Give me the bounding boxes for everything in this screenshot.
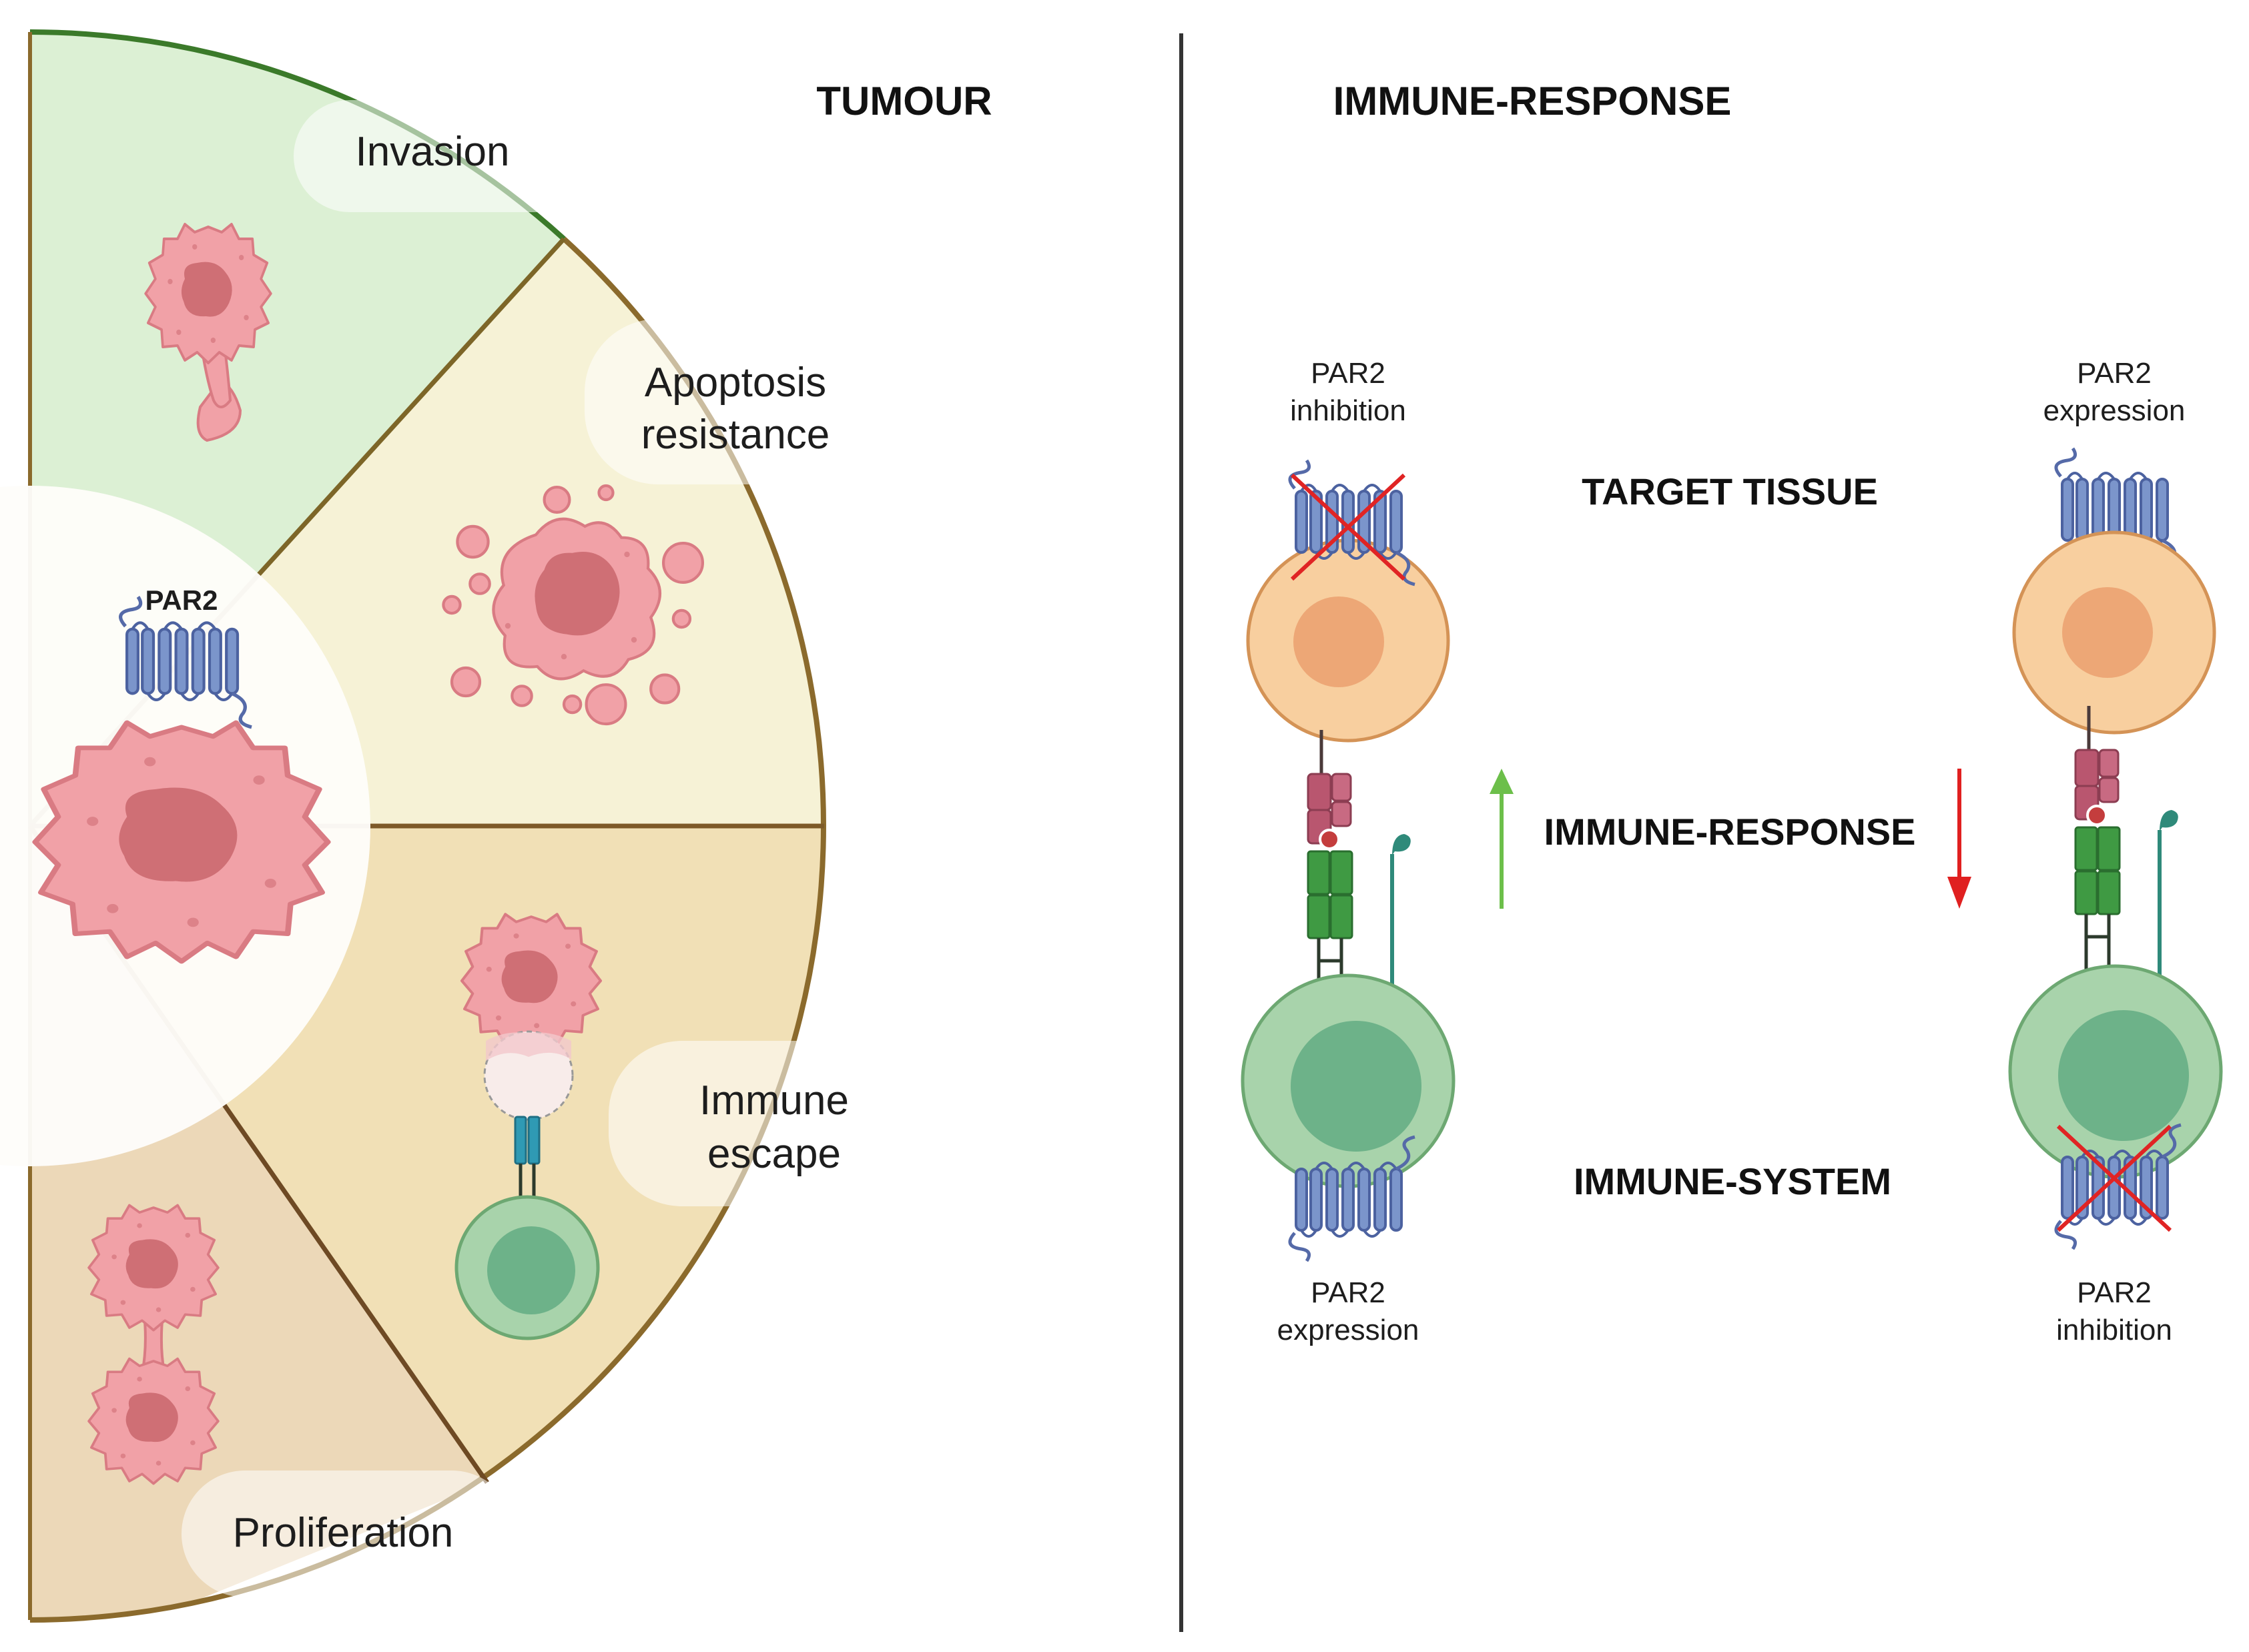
right-top-label-line2: expression xyxy=(2043,394,2186,427)
right-top-label-line1: PAR2 xyxy=(2077,357,2152,390)
increase-arrow xyxy=(1490,769,1514,909)
left-top-label-line1: PAR2 xyxy=(1311,357,1385,390)
label-apoptosis-line2: resistance xyxy=(641,412,830,458)
invading-tumour-cell xyxy=(144,223,272,442)
tumour-wheel: Invasion Apoptosis resistance Immune esc… xyxy=(0,29,892,1623)
left-bottom-label-line2: expression xyxy=(1277,1314,1419,1346)
left-bottom-label-line1: PAR2 xyxy=(1311,1276,1385,1309)
label-pill-apoptosis xyxy=(585,319,892,484)
immune-system-label: IMMUNE-SYSTEM xyxy=(1574,1160,1891,1202)
target-tissue-label: TARGET TISSUE xyxy=(1582,470,1878,512)
left-cell-pair xyxy=(1241,460,1456,1261)
label-pill-invasion xyxy=(294,100,601,212)
label-apoptosis-line1: Apoptosis xyxy=(645,360,826,406)
tumour-heading: TUMOUR xyxy=(816,79,992,123)
proliferating-tumour-cell xyxy=(87,1204,220,1485)
decrease-arrow xyxy=(1947,769,1971,909)
right-bottom-label-line1: PAR2 xyxy=(2077,1276,2152,1309)
label-immune-line1: Immune xyxy=(699,1078,849,1124)
left-top-label-line2: inhibition xyxy=(1290,394,1406,427)
right-bottom-label-line2: inhibition xyxy=(2056,1314,2172,1346)
immune-response-row-label: IMMUNE-RESPONSE xyxy=(1544,811,1916,853)
label-pill-immune xyxy=(609,1041,889,1206)
immune-response-heading: IMMUNE-RESPONSE xyxy=(1333,79,1732,123)
center-par2-label: PAR2 xyxy=(145,584,218,616)
label-invasion: Invasion xyxy=(356,129,510,175)
right-cell-pair xyxy=(2008,448,2223,1249)
label-immune-line2: escape xyxy=(707,1131,841,1177)
immune-escape-illustration xyxy=(454,914,601,1340)
label-pill-proliferation xyxy=(182,1471,515,1597)
label-proliferation: Proliferation xyxy=(233,1510,454,1556)
